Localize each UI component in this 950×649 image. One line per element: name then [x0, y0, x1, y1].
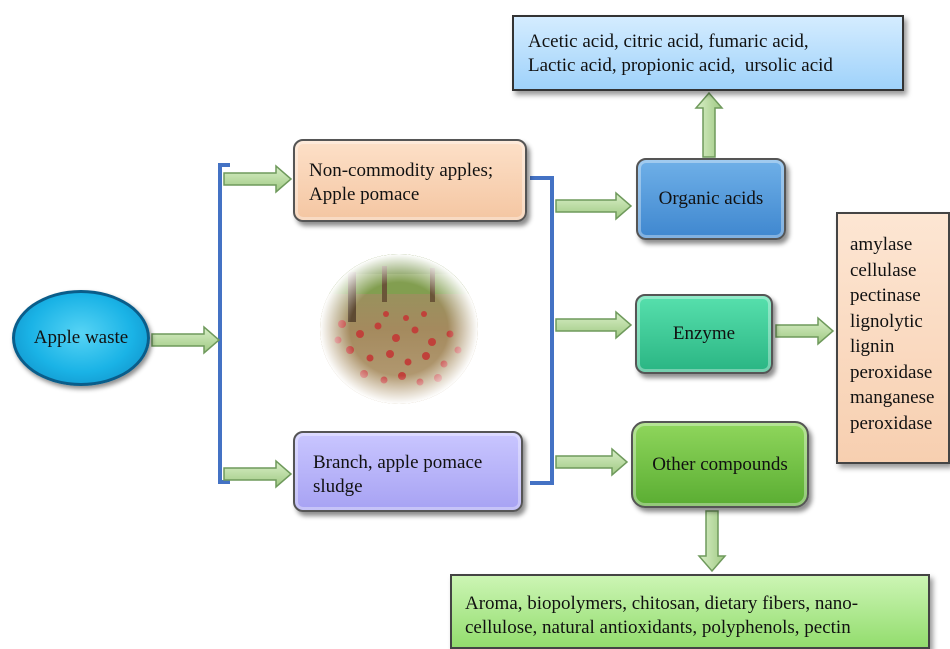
arrow-waste-to-bracket — [151, 325, 221, 355]
enzyme-list-item: pectinase — [850, 285, 921, 306]
compounds-list-box: Aroma, biopolymers, chitosan, dietary fi… — [450, 574, 930, 649]
enzyme-list-item: peroxidase — [850, 412, 933, 434]
enzyme-list-item: lignin — [850, 336, 895, 357]
right-bracket — [530, 176, 554, 485]
branch-label-line1: Branch, apple pomace — [313, 452, 483, 473]
arrow-organic-to-acids-list — [694, 91, 724, 158]
non-commodity-label-line2: Apple pomace — [309, 184, 420, 205]
orchard-photo — [320, 254, 478, 404]
enzyme-list-box: amylase cellulase pectinase lignolytic l… — [836, 212, 950, 464]
arrow-enzyme-to-list — [775, 316, 835, 346]
arrow-other-to-compounds-list — [697, 510, 727, 573]
acids-list-line1: Acetic acid, citric acid, fumaric acid, — [528, 31, 809, 52]
enzyme-node: Enzyme — [635, 294, 773, 374]
compounds-list-line1: Aroma, biopolymers, chitosan, dietary fi… — [465, 593, 859, 614]
other-compounds-label: Other compounds — [652, 453, 788, 475]
arrow-to-enzyme — [555, 310, 633, 340]
compounds-list-line2: cellulose, natural antioxidants, polyphe… — [465, 617, 851, 638]
enzyme-list-item: amylase — [850, 234, 913, 255]
arrow-to-branch — [223, 459, 293, 489]
acids-list-box: Acetic acid, citric acid, fumaric acid, … — [512, 15, 904, 91]
branch-node: Branch, apple pomace sludge — [293, 431, 523, 512]
non-commodity-label-line1: Non-commodity apples; — [309, 160, 494, 181]
arrow-to-organic-acids — [555, 191, 633, 221]
arrow-to-other-compounds — [555, 447, 629, 477]
enzyme-label: Enzyme — [672, 323, 736, 344]
acids-list-line2: Lactic acid, propionic acid, ursolic aci… — [528, 55, 833, 76]
apple-waste-label: Apple waste — [33, 327, 129, 348]
left-bracket — [218, 163, 230, 484]
apple-waste-node: Apple waste — [12, 290, 150, 386]
organic-acids-node: Organic acids — [636, 158, 786, 240]
non-commodity-node: Non-commodity apples; Apple pomace — [293, 139, 527, 222]
enzyme-list-item: cellulase — [850, 259, 917, 281]
enzyme-list-item: lignolytic — [850, 310, 923, 332]
orchard-photo-image — [320, 254, 478, 404]
branch-label-line2: sludge — [313, 476, 363, 497]
other-compounds-node: Other compounds — [631, 421, 809, 508]
enzyme-list-item: manganese — [850, 387, 935, 408]
arrow-to-noncommodity — [223, 164, 293, 194]
enzyme-list-item: peroxidase — [850, 361, 933, 383]
organic-acids-label: Organic acids — [658, 188, 764, 209]
